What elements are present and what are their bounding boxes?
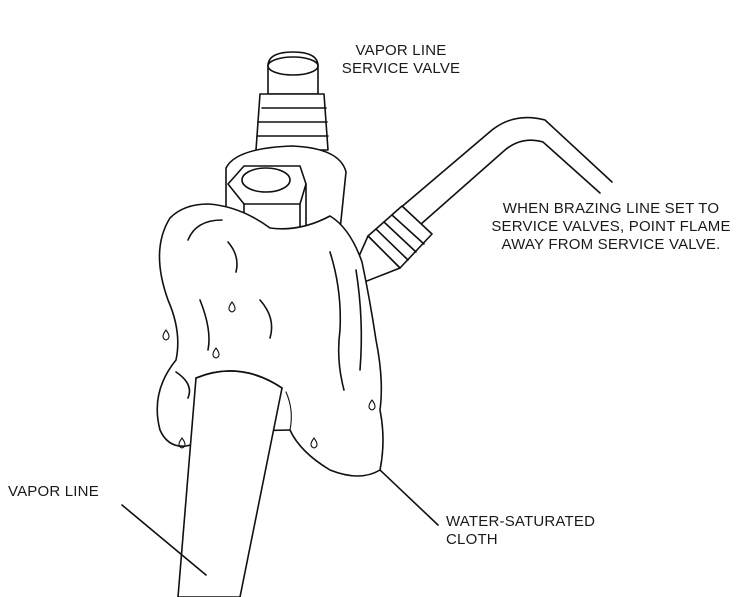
cloth-label-line: WATER-SATURATED <box>446 513 596 530</box>
cloth-label-line: CLOTH <box>446 531 498 548</box>
cloth-label: WATER-SATURATED CLOTH <box>446 513 595 549</box>
vapor-line-label: VAPOR LINE <box>8 483 99 501</box>
valve-label: VAPOR LINE SERVICE VALVE <box>336 42 466 78</box>
brazing-note-line: AWAY FROM SERVICE VALVE. <box>501 236 721 253</box>
vapor-line-pipe <box>177 370 292 597</box>
brazing-note-line: WHEN BRAZING LINE SET TO <box>502 200 720 217</box>
vapor-line-label-line: VAPOR LINE <box>8 483 99 500</box>
service-valve <box>225 51 347 233</box>
valve-label-line: SERVICE VALVE <box>341 60 461 77</box>
cloth-leader <box>379 469 439 526</box>
valve-label-line: VAPOR LINE <box>355 42 447 59</box>
vapor-line-leader <box>121 504 207 576</box>
brazing-note: WHEN BRAZING LINE SET TO SERVICE VALVES,… <box>480 200 742 254</box>
brazing-note-line: SERVICE VALVES, POINT FLAME <box>491 218 731 235</box>
